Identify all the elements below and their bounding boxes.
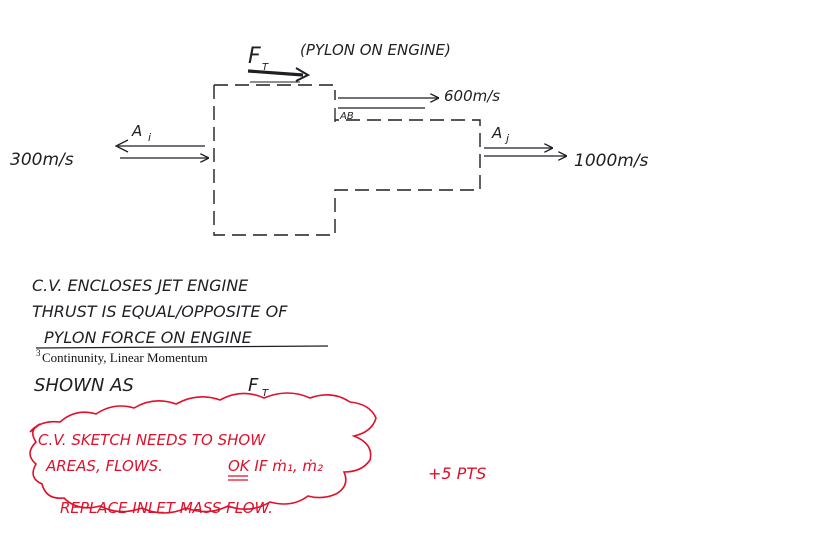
grader-line-2: AREAS, FLOWS. [45, 457, 163, 475]
note-force-subscript: T [262, 388, 269, 399]
thrust-force-arrow [247, 67, 311, 83]
force-note: (PYLON ON ENGINE) [300, 41, 451, 59]
grader-line-2b: OK IF ṁ₁, ṁ₂ [228, 457, 323, 475]
bypass-flow-arrows [334, 98, 438, 122]
footnote-text: Continunity, Linear Momentum [42, 350, 208, 365]
inlet-velocity-label: 300m/s [10, 150, 74, 170]
grader-cloud [29, 392, 377, 514]
grader-points: +5 PTS [428, 464, 486, 483]
note-force-symbol: F [248, 375, 259, 396]
note-line-1: C.V. ENCLOSES JET ENGINE [32, 276, 249, 295]
force-label: F [248, 44, 261, 69]
inlet-flow-arrows [114, 139, 208, 158]
inlet-area-subscript: i [148, 131, 151, 144]
note-underline [35, 345, 329, 349]
note-line-4: SHOWN AS [34, 375, 134, 396]
note-line-2: THRUST IS EQUAL/OPPOSITE OF [32, 302, 288, 321]
grader-line-3: REPLACE INLET MASS FLOW. [60, 499, 273, 517]
inlet-area-label: A [131, 122, 142, 140]
exit-area-label: A [491, 124, 502, 142]
exit-velocity-label: 1000m/s [574, 151, 649, 171]
bypass-area-label: AB [339, 111, 354, 122]
grader-line-1: C.V. SKETCH NEEDS TO SHOW [38, 431, 266, 449]
note-line-3: PYLON FORCE ON ENGINE [44, 328, 253, 347]
exit-area-subscript: j [504, 132, 510, 145]
exit-flow-arrows [484, 148, 566, 156]
control-volume-boundary [213, 84, 481, 236]
force-subscript: T [262, 62, 269, 73]
bypass-velocity-label: 600m/s [444, 87, 500, 105]
footnote-mark: 3 [36, 348, 41, 358]
